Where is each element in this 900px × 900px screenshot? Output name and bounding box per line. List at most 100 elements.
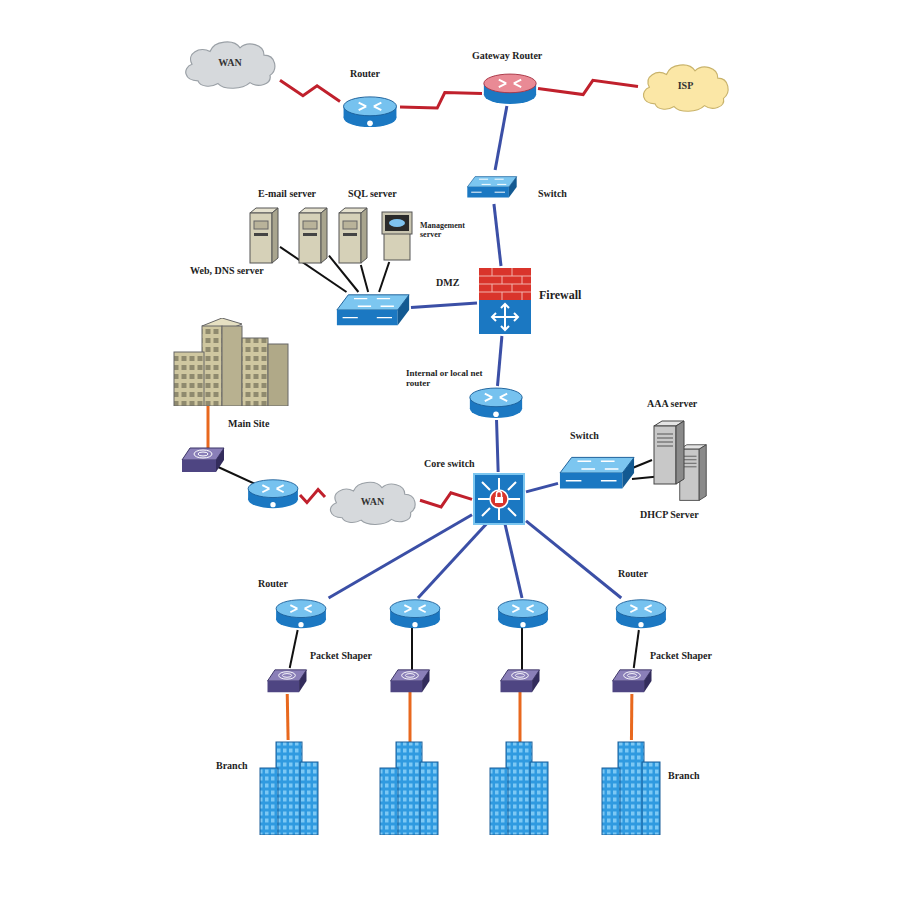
device-label: Branch bbox=[216, 760, 248, 772]
cloud-label: WAN bbox=[361, 496, 384, 507]
device-node: Router bbox=[612, 598, 670, 630]
wire-segment bbox=[634, 630, 639, 668]
device-label: Packet Shaper bbox=[650, 650, 712, 662]
link bbox=[526, 521, 621, 598]
wire bbox=[505, 524, 522, 598]
switch-icon bbox=[337, 295, 409, 325]
router-icon bbox=[344, 97, 397, 127]
cloud-label-holder: WAN bbox=[325, 476, 420, 526]
wire-segment bbox=[494, 204, 501, 266]
core-switch-icon bbox=[474, 474, 524, 524]
link bbox=[287, 694, 289, 740]
switch-icon bbox=[560, 457, 634, 488]
link bbox=[631, 694, 632, 740]
shaper-icon bbox=[613, 670, 652, 692]
link bbox=[290, 630, 298, 668]
building-icon bbox=[490, 742, 548, 835]
cloud-label: WAN bbox=[218, 57, 241, 68]
wire-segment bbox=[207, 406, 210, 450]
device-node: DHCP Server bbox=[678, 440, 708, 506]
device-label: Web, DNS server bbox=[190, 265, 264, 277]
wire-segment bbox=[329, 515, 472, 598]
device-label: Branch bbox=[668, 770, 700, 782]
cloud-node: WAN bbox=[325, 476, 420, 526]
device-label: SQL server bbox=[348, 188, 397, 200]
device-node: Router bbox=[272, 598, 330, 630]
wire-segment bbox=[497, 420, 499, 472]
firewall-icon bbox=[479, 268, 531, 334]
wire-segment bbox=[630, 694, 633, 740]
device-node: Packet Shaper bbox=[610, 668, 654, 694]
device-label: Packet Shaper bbox=[310, 650, 372, 662]
wire bbox=[521, 628, 523, 670]
device-label: E-mail server bbox=[258, 188, 316, 200]
wire-segment bbox=[498, 336, 502, 386]
server-icon bbox=[339, 208, 367, 263]
wire-segment bbox=[526, 521, 621, 598]
device-label: Router bbox=[258, 578, 288, 590]
device-node: Router bbox=[340, 95, 400, 129]
device-label: Router bbox=[350, 68, 380, 80]
device-node: Switch bbox=[558, 455, 636, 491]
device-node: Branch bbox=[600, 740, 662, 835]
device-node: Web, DNS server bbox=[248, 207, 280, 265]
link bbox=[538, 80, 638, 94]
device-node: Branch bbox=[258, 740, 320, 835]
wire-segment bbox=[286, 694, 290, 740]
shaper-icon bbox=[268, 670, 307, 692]
device-node: Packet Shaper bbox=[265, 668, 309, 694]
device-node: AAA server bbox=[652, 418, 686, 488]
link bbox=[280, 80, 340, 101]
shaper-icon bbox=[501, 670, 540, 692]
wire-segment bbox=[538, 80, 638, 94]
shaper-icon bbox=[391, 670, 430, 692]
device-label: Router bbox=[618, 568, 648, 580]
wire bbox=[519, 692, 522, 745]
building-icon bbox=[602, 742, 660, 835]
link bbox=[379, 262, 389, 292]
shaper-icon bbox=[182, 448, 224, 472]
link bbox=[329, 515, 472, 598]
cloud-label: ISP bbox=[678, 80, 694, 91]
device-node: Main Site bbox=[172, 318, 290, 406]
link bbox=[411, 303, 477, 308]
device-node: Internal or local net router bbox=[468, 386, 524, 420]
device-label: Switch bbox=[538, 188, 567, 200]
link bbox=[526, 483, 558, 491]
device-node: SQL server bbox=[337, 207, 369, 265]
building-icon bbox=[260, 742, 318, 835]
device-label: DMZ bbox=[436, 277, 459, 289]
device-node: Firewall bbox=[477, 266, 533, 336]
wire-segment bbox=[526, 483, 558, 491]
server-icon bbox=[299, 208, 327, 263]
link bbox=[495, 106, 507, 170]
router-icon bbox=[248, 480, 298, 508]
device-label: Gateway Router bbox=[472, 50, 542, 62]
switch-icon bbox=[467, 177, 516, 198]
cloud-node: ISP bbox=[638, 58, 733, 113]
server-icon bbox=[654, 421, 684, 484]
wire-segment bbox=[300, 489, 325, 502]
device-label: AAA server bbox=[647, 398, 697, 410]
wire-segment bbox=[290, 630, 298, 668]
router-icon bbox=[616, 600, 666, 628]
device-label: Main Site bbox=[228, 418, 269, 430]
server-icon bbox=[382, 212, 412, 260]
wire bbox=[418, 520, 490, 598]
link bbox=[494, 204, 501, 266]
device-label: Management server bbox=[420, 221, 472, 239]
cloud-label-holder: WAN bbox=[180, 35, 280, 90]
router-icon bbox=[484, 74, 536, 104]
layout-wires bbox=[410, 520, 522, 745]
wire-segment bbox=[420, 493, 472, 507]
device-node: Gateway Router bbox=[482, 72, 538, 106]
device-label: Internal or local net router bbox=[406, 368, 506, 389]
cloud-label-holder: ISP bbox=[638, 58, 733, 113]
wire-segment bbox=[411, 303, 477, 308]
device-label: Firewall bbox=[539, 289, 581, 303]
link bbox=[361, 265, 368, 292]
router-icon bbox=[390, 600, 440, 628]
wire-segment bbox=[280, 80, 340, 101]
